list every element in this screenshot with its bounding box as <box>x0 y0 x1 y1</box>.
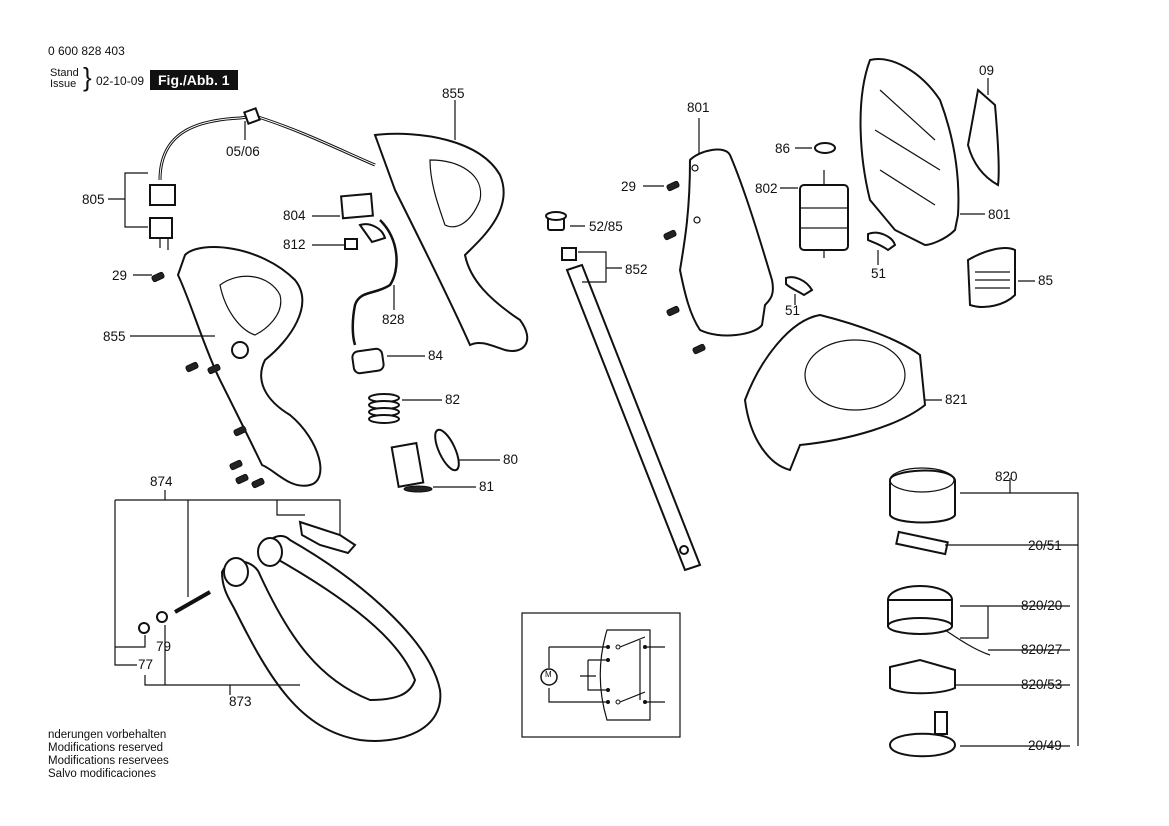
power-cord-part <box>158 107 376 181</box>
callout-855-right: 855 <box>442 86 465 101</box>
callout-05-06: 05/06 <box>226 144 260 159</box>
callout-821: 821 <box>945 392 968 407</box>
callout-09: 09 <box>979 63 995 78</box>
issue-date: 02-10-09 <box>96 74 145 88</box>
cover-plate-part <box>966 78 1000 187</box>
switch-lever-part <box>390 428 500 493</box>
callout-812: 812 <box>283 237 306 252</box>
tube-part <box>545 211 702 572</box>
callout-820: 820 <box>995 469 1018 484</box>
wire-part <box>351 219 398 346</box>
sleeve-part <box>351 347 425 375</box>
motor-part <box>780 142 849 258</box>
callout-802: 802 <box>755 181 778 196</box>
callout-80: 80 <box>503 452 519 467</box>
part-number: 0 600 828 403 <box>48 44 125 58</box>
callout-85: 85 <box>1038 273 1054 288</box>
callout-874: 874 <box>150 474 173 489</box>
brace-icon: } <box>83 62 92 92</box>
note-line-es: Salvo modificaciones <box>48 768 157 780</box>
callout-20-49: 20/49 <box>1028 738 1062 753</box>
callout-84: 84 <box>428 348 444 363</box>
callout-855-left: 855 <box>103 329 126 344</box>
stand-issue-label: Stand Issue <box>50 68 79 90</box>
callout-20-51: 20/51 <box>1028 538 1062 553</box>
callout-77: 77 <box>138 657 154 672</box>
callout-805: 805 <box>82 192 105 207</box>
spool-assembly-part <box>887 467 1079 758</box>
callout-820-27: 820/27 <box>1021 642 1063 657</box>
callout-29-right: 29 <box>621 179 637 194</box>
callout-81: 81 <box>479 479 495 494</box>
note-line-de: nderungen vorbehalten <box>48 729 167 741</box>
brush-part <box>785 231 897 305</box>
note-line-en: Modifications reserved <box>48 742 164 754</box>
issue-label: Issue <box>50 78 77 90</box>
vent-cover-part <box>966 247 1035 308</box>
callout-820-20: 820/20 <box>1021 598 1063 613</box>
callout-873: 873 <box>229 694 252 709</box>
callout-82: 82 <box>445 392 461 407</box>
motor-housing-front-part <box>678 118 774 337</box>
callout-801-front: 801 <box>687 100 710 115</box>
auxiliary-handle-part <box>114 490 442 742</box>
switch-part <box>312 192 387 250</box>
motor-housing-rear-part <box>859 58 985 247</box>
wiring-schematic <box>521 612 681 738</box>
callout-51-lower: 51 <box>785 303 801 318</box>
spring-part <box>368 393 442 424</box>
callout-79: 79 <box>156 639 172 654</box>
screw-set-right <box>643 180 706 355</box>
callout-52-85: 52/85 <box>589 219 623 234</box>
left-housing-part <box>130 246 322 487</box>
guard-part <box>743 313 942 472</box>
motor-symbol: M <box>545 670 552 679</box>
callout-820-53: 820/53 <box>1021 677 1063 692</box>
note-line-fr: Modifications reservees <box>48 755 169 767</box>
screw-set-left <box>133 271 265 489</box>
figure-label: Fig./Abb. 1 <box>150 70 238 90</box>
callout-852: 852 <box>625 262 648 277</box>
callout-29: 29 <box>112 268 128 283</box>
callout-801-rear: 801 <box>988 207 1011 222</box>
callout-86: 86 <box>775 141 791 156</box>
right-housing-part <box>373 100 529 352</box>
stand-label: Stand <box>50 67 79 79</box>
callout-804: 804 <box>283 208 306 223</box>
callout-828: 828 <box>382 312 405 327</box>
modifications-note: nderungen vorbehalten Modifications rese… <box>48 729 169 781</box>
plug-part <box>108 172 176 250</box>
callout-51-upper: 51 <box>871 266 887 281</box>
